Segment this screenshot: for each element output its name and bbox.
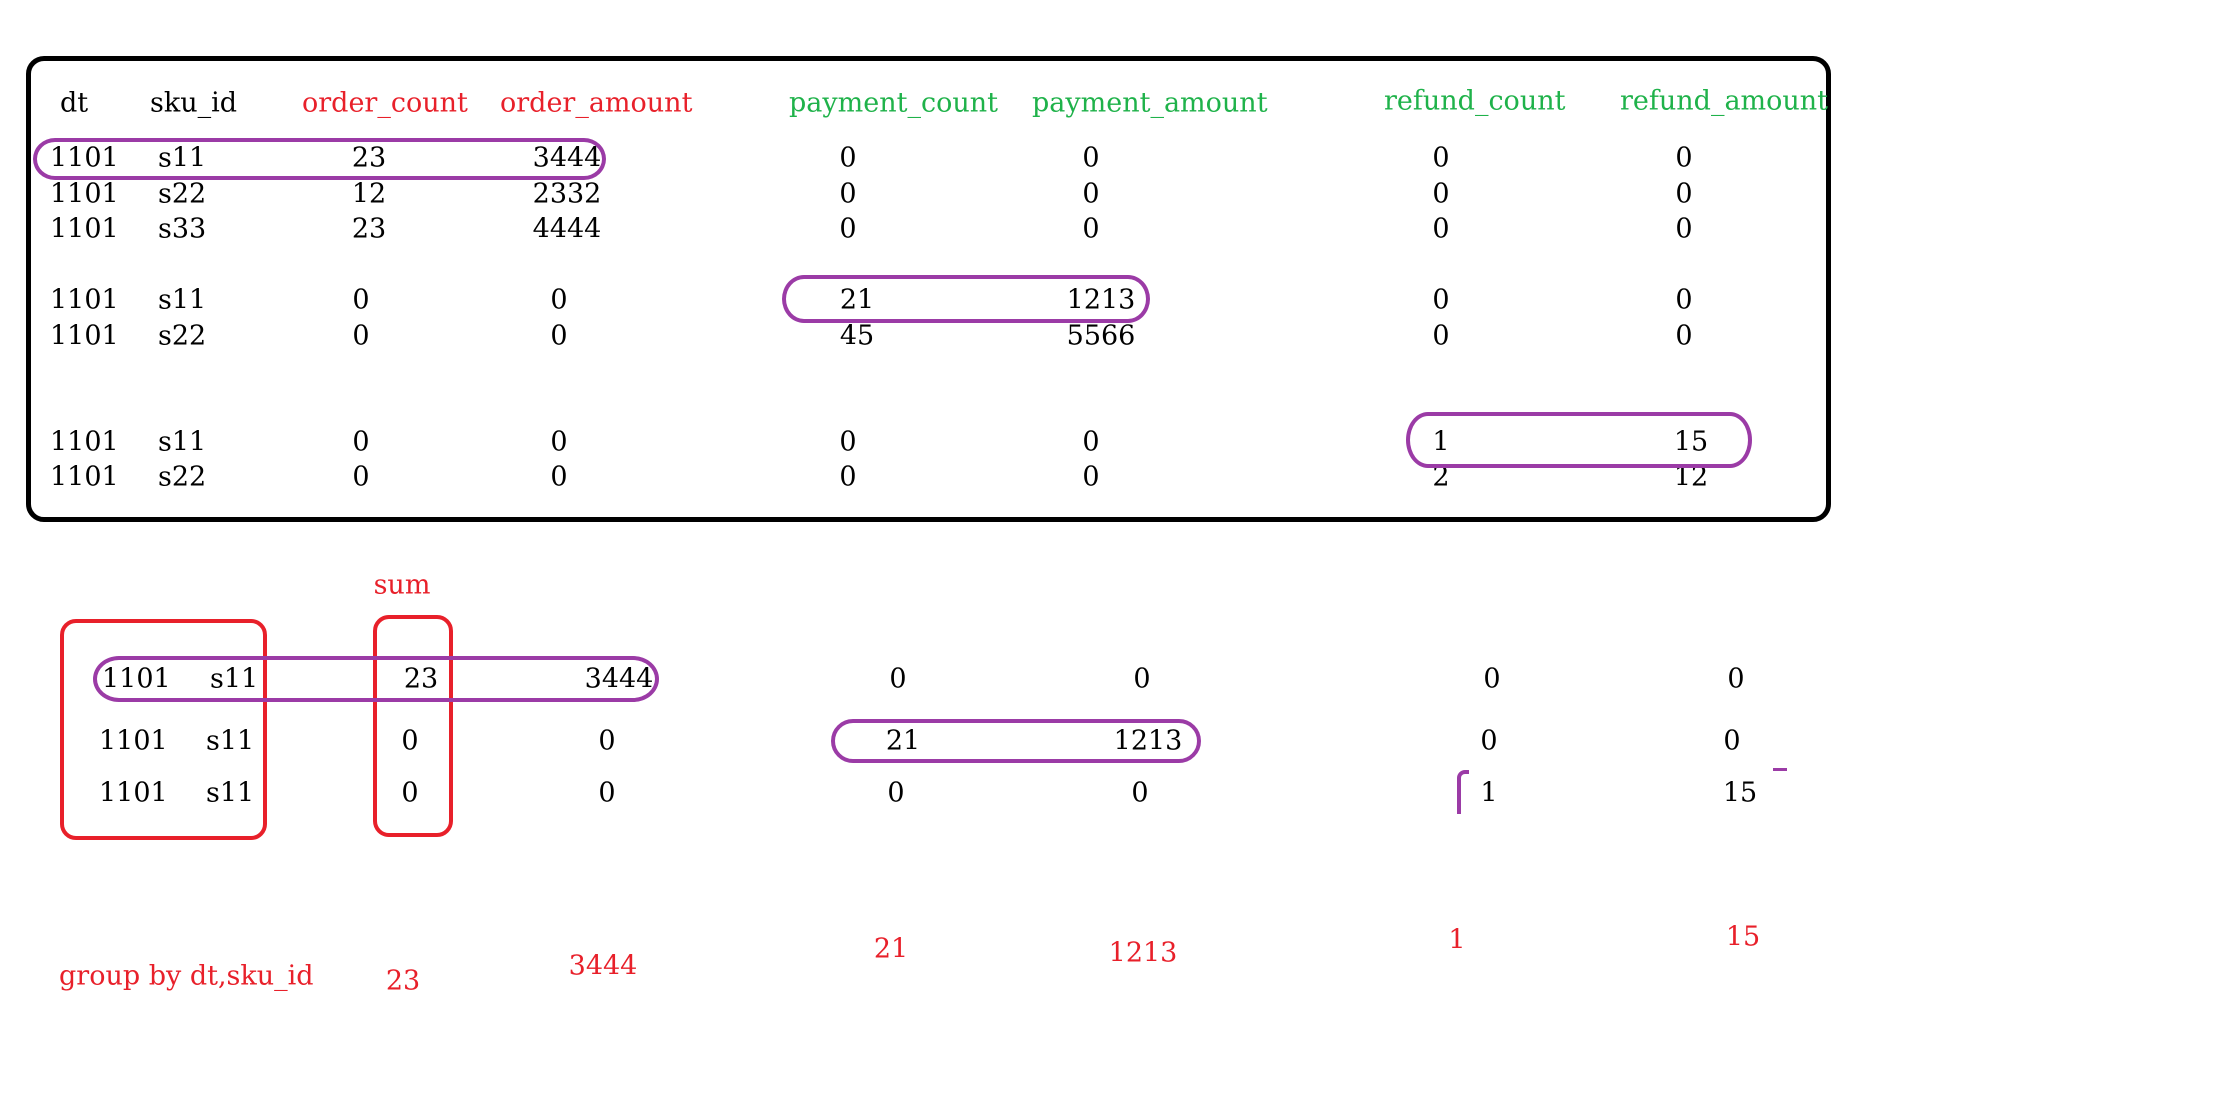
group-key-box [60, 619, 267, 840]
order-row-highlight [33, 138, 606, 180]
grouped-cell: 0 [598, 725, 616, 757]
source-cell: 23 [351, 213, 387, 245]
source-cell: 0 [839, 213, 857, 245]
source-cell: s22 [158, 320, 207, 352]
sum-label: sum [373, 569, 431, 601]
grouped-cell: 1101 [99, 725, 168, 757]
grouped-cell: s11 [206, 725, 255, 757]
refund-row-highlight [1406, 412, 1752, 468]
source-cell: 0 [550, 461, 568, 493]
source-cell: s22 [158, 461, 207, 493]
header-refund-count: refund_count [1384, 85, 1566, 117]
grouped-cell: 0 [1480, 725, 1498, 757]
payment-group-highlight [831, 719, 1201, 763]
grouped-cell: 0 [1727, 663, 1745, 695]
source-cell: 0 [1082, 178, 1100, 210]
source-cell: 2332 [532, 178, 602, 210]
source-cell: 0 [839, 426, 857, 458]
grouped-cell: 0 [1133, 663, 1151, 695]
grouped-cell: 1101 [99, 777, 168, 809]
grouped-cell: 0 [1483, 663, 1501, 695]
source-cell: 0 [1432, 178, 1450, 210]
source-cell: 0 [550, 426, 568, 458]
payment-row-highlight [782, 275, 1150, 323]
source-cell: 45 [839, 320, 875, 352]
source-cell: 1101 [50, 320, 119, 352]
source-cell: 1101 [50, 213, 119, 245]
source-cell: 1101 [50, 426, 119, 458]
result-refund-count: 1 [1448, 924, 1466, 956]
source-cell: 5566 [1066, 320, 1136, 352]
grouped-cell: 0 [889, 663, 907, 695]
source-cell: 0 [1675, 213, 1693, 245]
header-payment-count: payment_count [789, 87, 998, 119]
source-cell: 0 [1675, 320, 1693, 352]
grouped-cell: 0 [401, 725, 419, 757]
source-cell: 0 [839, 461, 857, 493]
source-cell: s11 [158, 142, 207, 174]
header-order-count: order_count [302, 87, 468, 119]
source-cell: 0 [1082, 142, 1100, 174]
source-cell: 4444 [532, 213, 602, 245]
source-cell: s11 [158, 426, 207, 458]
source-cell: 0 [1082, 426, 1100, 458]
source-cell: 0 [839, 178, 857, 210]
source-cell: 0 [1082, 461, 1100, 493]
grouped-cell: 0 [401, 777, 419, 809]
source-cell: 1101 [50, 461, 119, 493]
refund-group-bracket-tick [1773, 768, 1787, 771]
result-refund-amount: 15 [1725, 921, 1761, 953]
source-cell: 0 [352, 426, 370, 458]
source-cell: 12 [351, 178, 387, 210]
refund-group-bracket [1457, 770, 1469, 814]
grouped-cell: 15 [1722, 777, 1758, 809]
source-cell: 0 [352, 461, 370, 493]
header-payment-amount: payment_amount [1032, 87, 1268, 119]
grouped-cell: 0 [598, 777, 616, 809]
header-sku-id: sku_id [150, 87, 238, 119]
order-group-highlight [93, 656, 659, 702]
source-cell: 1101 [50, 178, 119, 210]
header-order-amount: order_amount [500, 87, 693, 119]
grouped-cell: 1 [1480, 777, 1498, 809]
source-cell: 0 [1432, 142, 1450, 174]
source-cell: 2 [1432, 461, 1450, 493]
source-cell: 0 [1082, 213, 1100, 245]
source-cell: 0 [352, 284, 370, 316]
source-cell: 0 [1432, 320, 1450, 352]
grouped-cell: 0 [1723, 725, 1741, 757]
source-cell: 1101 [50, 284, 119, 316]
header-refund-amount: refund_amount [1620, 85, 1829, 117]
result-payment-count: 21 [873, 933, 909, 965]
source-cell: 0 [1675, 284, 1693, 316]
source-cell: 0 [1675, 142, 1693, 174]
source-cell: 0 [352, 320, 370, 352]
grouped-cell: s11 [206, 777, 255, 809]
sum-column-box [373, 615, 453, 837]
result-order-amount: 3444 [568, 950, 638, 982]
grouped-cell: 0 [1131, 777, 1149, 809]
grouped-cell: 23 [403, 663, 439, 695]
result-order-count: 23 [385, 965, 421, 997]
source-table-frame [26, 56, 1831, 522]
group-by-label: group by dt,sku_id [59, 960, 314, 992]
source-cell: 12 [1673, 461, 1709, 493]
source-cell: 0 [839, 142, 857, 174]
result-payment-amount: 1213 [1108, 937, 1178, 969]
source-cell: s33 [158, 213, 207, 245]
source-cell: 0 [550, 284, 568, 316]
source-cell: 0 [1432, 213, 1450, 245]
source-cell: 0 [550, 320, 568, 352]
source-cell: 0 [1432, 284, 1450, 316]
source-cell: s22 [158, 178, 207, 210]
grouped-cell: 0 [887, 777, 905, 809]
header-dt: dt [60, 87, 89, 119]
source-cell: 23 [351, 142, 387, 174]
source-cell: 0 [1675, 178, 1693, 210]
source-cell: s11 [158, 284, 207, 316]
